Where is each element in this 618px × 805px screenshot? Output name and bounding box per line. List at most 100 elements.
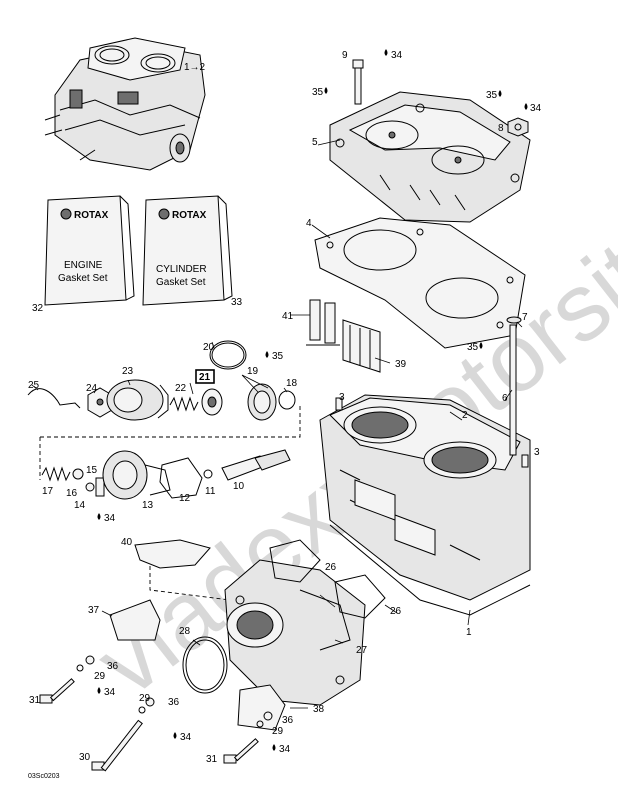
- callout-3b: 3: [534, 447, 540, 458]
- lockwasher-29b: [138, 706, 146, 714]
- drawing-code: 03Sc0203: [28, 773, 60, 780]
- leader-lines: [31, 139, 523, 709]
- cylinder-gasket-set-card: ROTAX CYLINDER Gasket Set: [142, 195, 233, 306]
- engine-gasket-set-card: ROTAX ENGINE Gasket Set: [44, 195, 135, 306]
- callout-41: 41: [282, 311, 294, 322]
- callout-26b: 26: [390, 606, 402, 617]
- callout-17: 17: [42, 486, 54, 497]
- cylinder-block: [319, 394, 531, 601]
- dashed-guide-1: [40, 405, 301, 438]
- reed-block-39: [342, 319, 381, 373]
- engine-kit-line1: ENGINE: [64, 260, 103, 271]
- head-bolt-9: [352, 59, 364, 105]
- bolt-30: [91, 719, 143, 772]
- spring-17: [41, 466, 71, 482]
- callout-12: 12: [179, 493, 191, 504]
- cylinder-head: [329, 91, 531, 223]
- washer-36b: [145, 697, 155, 707]
- oring-28: [182, 636, 228, 694]
- callout-6: 6: [502, 393, 508, 404]
- callout-35b: 35: [486, 90, 498, 101]
- bearing-19: [247, 383, 277, 421]
- callout-31a: 31: [29, 695, 41, 706]
- callout-21-box: [195, 369, 215, 384]
- callout-15: 15: [86, 465, 98, 476]
- engine-kit-brand: ROTAX: [74, 210, 109, 221]
- oring-18: [278, 390, 296, 410]
- seal-21: [201, 388, 223, 416]
- callout-34d: 34: [104, 687, 116, 698]
- callout-34f: 34: [279, 744, 291, 755]
- callout-29a: 29: [94, 671, 106, 682]
- plug-14: [95, 477, 105, 497]
- callout-40: 40: [121, 537, 133, 548]
- cylinder-kit-line2: Gasket Set: [156, 277, 206, 288]
- callout-35c: 35: [467, 342, 479, 353]
- callout-1: 1: [466, 627, 472, 638]
- gasket-26a: [269, 539, 321, 583]
- reed-block-41: [306, 299, 340, 346]
- cylinder-kit-brand: ROTAX: [172, 210, 207, 221]
- callout-30: 30: [79, 752, 91, 763]
- callout-2: 2: [462, 410, 468, 421]
- oring-11: [203, 469, 213, 479]
- callout-31b: 31: [206, 754, 218, 765]
- callout-8: 8: [498, 123, 504, 134]
- bolt-31b: [223, 738, 259, 764]
- washer-36a: [85, 655, 95, 665]
- callout-39: 39: [395, 359, 407, 370]
- callout-36c: 36: [282, 715, 294, 726]
- callout-36b: 36: [168, 697, 180, 708]
- callout-5: 5: [312, 137, 318, 148]
- intake-manifold-27: [224, 559, 366, 706]
- callout-13: 13: [142, 500, 154, 511]
- stud-6: [509, 324, 517, 456]
- callout-28: 28: [179, 626, 191, 637]
- base-gasket-outline: [329, 524, 531, 616]
- dowel-pin-3b: [521, 454, 529, 468]
- engine-reference-label: 1→2: [184, 62, 206, 73]
- callout-34c: 34: [104, 513, 116, 524]
- callout-24: 24: [86, 383, 98, 394]
- lockwasher-29a: [76, 664, 84, 672]
- callout-20: 20: [203, 342, 215, 353]
- callout-labels: 9 34 35 35 34 8 5 4 41 7 35 20 35 39 23 …: [28, 50, 542, 765]
- callout-27: 27: [356, 645, 368, 656]
- head-nut-8: [507, 117, 529, 137]
- support-38: [237, 684, 286, 731]
- callout-34e: 34: [180, 732, 192, 743]
- callout-25: 25: [28, 380, 40, 391]
- oring-20: [209, 340, 247, 370]
- callout-34a: 34: [391, 50, 403, 61]
- callout-36a: 36: [107, 661, 119, 672]
- gasket-12: [159, 457, 203, 499]
- washer-15: [72, 468, 84, 480]
- callout-19: 19: [247, 366, 259, 377]
- callout-38: 38: [313, 704, 325, 715]
- spring-25: [27, 388, 81, 409]
- callout-18: 18: [286, 378, 298, 389]
- washer-16: [85, 482, 95, 492]
- pump-cover-13: [102, 450, 171, 500]
- support-37: [109, 599, 161, 641]
- washer-7: [506, 316, 522, 324]
- rotax-logo-icon: [60, 208, 72, 220]
- callout-21: 21: [199, 372, 211, 383]
- callout-29c: 29: [272, 726, 284, 737]
- washer-36c: [263, 711, 273, 721]
- bolt-31a: [39, 678, 75, 704]
- manifold-gasket-40: [134, 539, 211, 569]
- callout-35a: 35: [312, 87, 324, 98]
- callout-22: 22: [175, 383, 187, 394]
- engine-thumbnail: [44, 37, 206, 171]
- callout-7: 7: [522, 312, 528, 323]
- callout-33: 33: [231, 297, 243, 308]
- callout-34b: 34: [530, 103, 542, 114]
- callout-23: 23: [122, 366, 134, 377]
- callout-4: 4: [306, 218, 312, 229]
- cylinder-kit-line1: CYLINDER: [156, 264, 207, 275]
- spring-22: [169, 396, 199, 412]
- pump-housing-23: [106, 379, 169, 421]
